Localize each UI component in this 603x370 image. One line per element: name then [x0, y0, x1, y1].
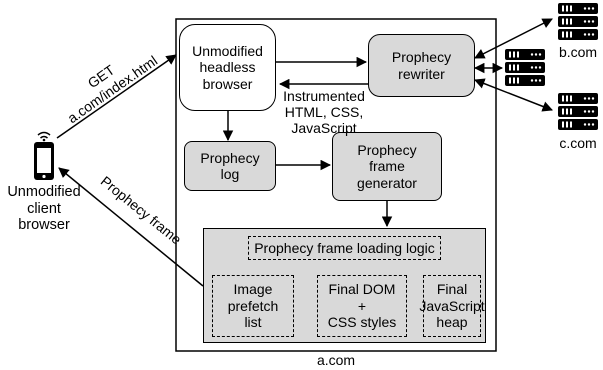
server-rack-icon-bcom: [558, 3, 598, 40]
get-request-label: GET a.com/index.html: [55, 38, 161, 126]
client-browser-label: Unmodified client browser: [7, 184, 81, 234]
image-prefetch-label: Image prefetch list: [227, 281, 279, 331]
image-prefetch-box: Image prefetch list: [212, 275, 294, 337]
ccom-label: c.com: [559, 135, 597, 151]
log-node: Prophecy log: [184, 141, 276, 191]
server-domain-box: [175, 18, 497, 352]
get-request-arrow: [56, 54, 177, 139]
server-rack-icon-middle: [505, 49, 545, 86]
js-heap-box: Final JavaScript heap: [419, 275, 485, 337]
rewriter-node: Prophecy rewriter: [368, 34, 475, 97]
server-domain-label: a.com: [316, 352, 356, 368]
frame-generator-label: Prophecy frame generator: [357, 141, 417, 191]
log-label: Prophecy log: [200, 149, 260, 182]
bcom-label: b.com: [558, 44, 598, 60]
smartphone-icon: [34, 131, 54, 180]
headless-browser-node: Unmodified headless browser: [179, 24, 276, 111]
prophecy-frame-arrow: [58, 167, 204, 287]
loading-logic-box: Prophecy frame loading logic: [248, 236, 441, 260]
instrumented-label: Instrumented HTML, CSS, JavaScript: [283, 88, 365, 137]
server-rack-icon-ccom: [558, 93, 598, 130]
rewriter-label: Prophecy rewriter: [391, 49, 452, 82]
final-dom-box: Final DOM + CSS styles: [317, 275, 407, 337]
frame-generator-node: Prophecy frame generator: [332, 132, 442, 201]
rewriter-ccom-arrow: [474, 78, 553, 112]
loading-logic-label: Prophecy frame loading logic: [254, 239, 435, 256]
final-dom-label: Final DOM + CSS styles: [327, 281, 397, 331]
prophecy-frame-box: [203, 228, 486, 343]
headless-browser-label: Unmodified headless browser: [192, 42, 263, 92]
rewriter-bcom-arrow: [474, 18, 553, 59]
js-heap-label: Final JavaScript heap: [419, 281, 485, 331]
